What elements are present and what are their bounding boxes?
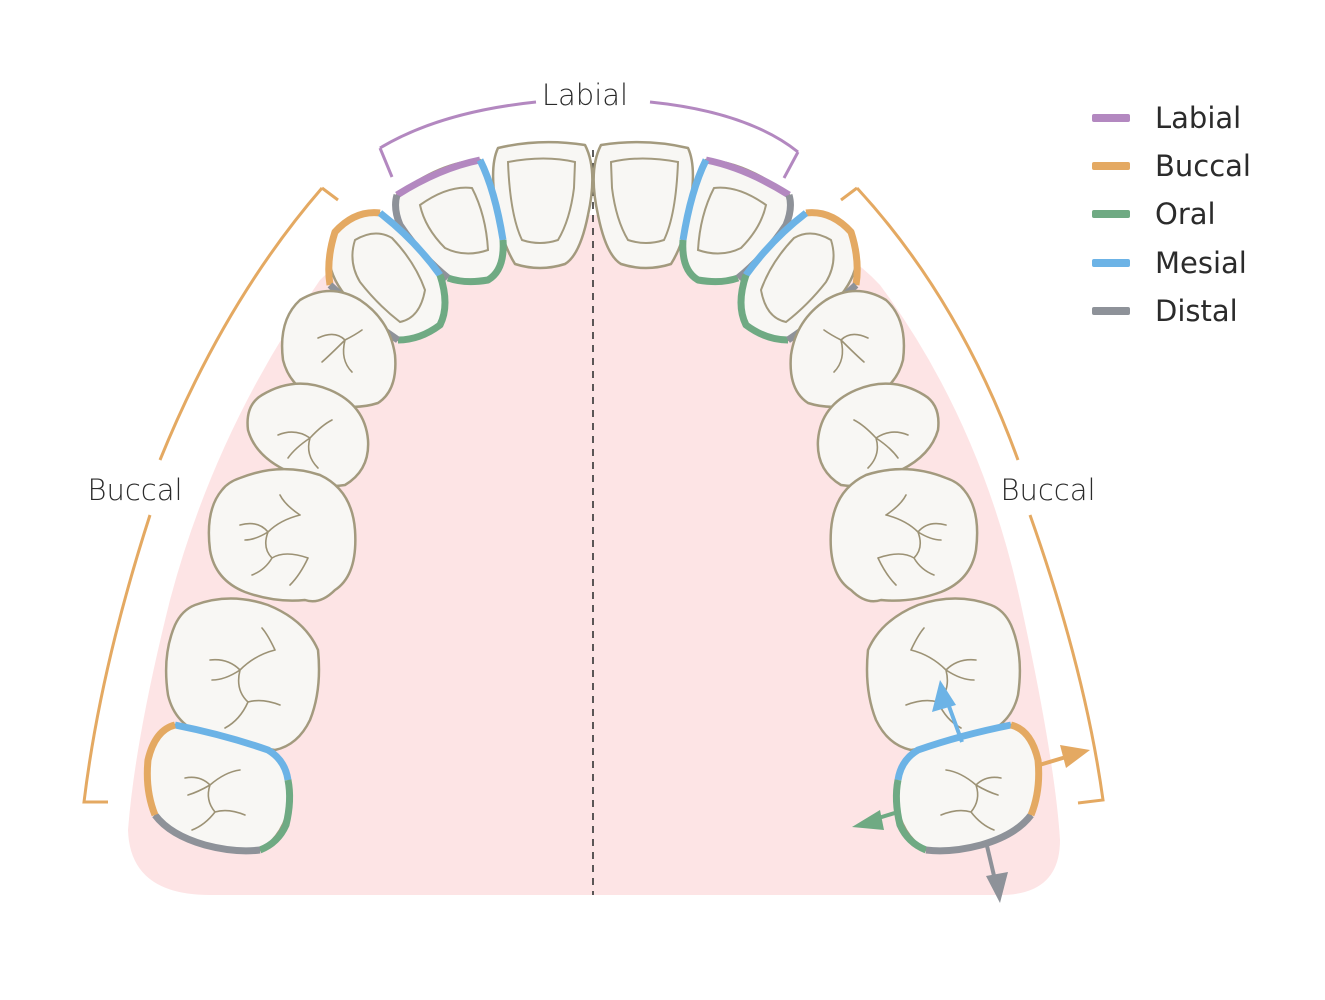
tooth-right-first-molar: [829, 467, 979, 603]
legend-label-buccal: Buccal: [1155, 149, 1251, 183]
left-buccal-bracket: [82, 186, 339, 804]
tooth-left-central-incisor: [491, 140, 594, 270]
tooth-left-second-premolar: [246, 382, 370, 488]
tooth-left-first-molar: [207, 467, 357, 603]
legend-swatch-labial: [1092, 114, 1130, 122]
legend-swatch-mesial: [1092, 259, 1130, 267]
labial-bracket-label: Labial: [542, 78, 628, 112]
labial-bracket: [378, 100, 800, 179]
tooth-right-third-molar: [892, 721, 1043, 855]
buccal-arrow-icon: [1035, 745, 1090, 768]
legend-label-labial: Labial: [1155, 101, 1241, 135]
legend-label-distal: Distal: [1155, 294, 1238, 328]
legend-label-oral: Oral: [1155, 197, 1216, 231]
distal-arrow-icon: [985, 845, 1008, 903]
tooth-right-central-incisor: [592, 140, 695, 270]
mesial-arrow-icon: [932, 680, 964, 743]
tooth-left-first-premolar: [280, 289, 397, 409]
right-buccal-bracket: [840, 186, 1105, 805]
legend-item-distal: Distal: [1092, 294, 1238, 328]
right-buccal-label: Buccal: [1000, 473, 1095, 507]
tooth-right-canine: [737, 209, 861, 344]
tooth-left-third-molar: [143, 721, 294, 855]
legend-item-labial: Labial: [1092, 101, 1241, 135]
legend-item-oral: Oral: [1092, 197, 1216, 231]
legend-item-buccal: Buccal: [1092, 149, 1251, 183]
tooth-right-second-premolar: [816, 382, 940, 488]
left-buccal-label: Buccal: [87, 473, 182, 507]
tooth-left-second-molar: [164, 597, 321, 752]
legend-swatch-distal: [1092, 307, 1130, 315]
oral-arrow-icon: [852, 810, 899, 830]
tooth-right-first-premolar: [789, 289, 906, 409]
legend-swatch-oral: [1092, 210, 1130, 218]
legend-item-mesial: Mesial: [1092, 246, 1247, 280]
legend: Labial Buccal Oral Mesial Distal: [1092, 101, 1251, 328]
legend-swatch-buccal: [1092, 162, 1130, 170]
legend-label-mesial: Mesial: [1155, 246, 1247, 280]
